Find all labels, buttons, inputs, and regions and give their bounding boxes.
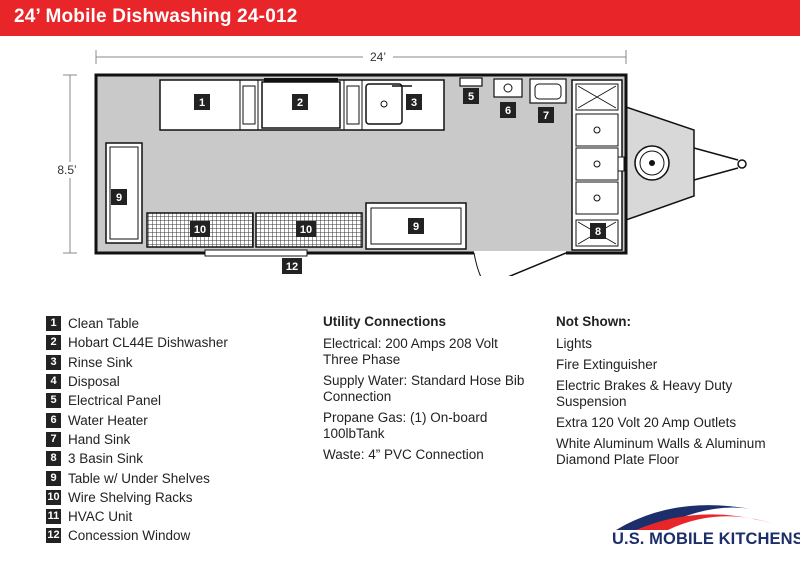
legend-number: 1 <box>46 316 61 332</box>
plan-marker-8: 8 <box>590 223 606 239</box>
plan-marker-12: 12 <box>282 258 302 274</box>
not-shown-list: Not Shown: Lights Fire Extinguisher Elec… <box>556 314 788 473</box>
not-shown-item: White Aluminum Walls & Aluminum Diamond … <box>556 436 766 467</box>
header-bar: 24’ Mobile Dishwashing 24-012 <box>0 0 800 36</box>
plan-marker-5: 5 <box>463 88 479 104</box>
svg-text:3: 3 <box>411 97 417 109</box>
svg-text:10: 10 <box>300 224 312 236</box>
not-shown-item: Fire Extinguisher <box>556 357 658 372</box>
legend-item: 5 Electrical Panel <box>46 391 228 410</box>
floor-plan: 24’ 8.5’ <box>52 50 747 276</box>
electrical-panel <box>459 77 483 87</box>
legend-number: 11 <box>46 509 61 525</box>
legend-label: Hobart CL44E Dishwasher <box>68 335 228 351</box>
legend-item: 9 Table w/ Under Shelves <box>46 468 228 487</box>
plan-marker-3: 3 <box>406 94 422 110</box>
legend-label: Table w/ Under Shelves <box>68 470 210 486</box>
plan-marker-10-left: 10 <box>190 221 210 237</box>
legend-label: 3 Basin Sink <box>68 451 144 467</box>
trailer-hitch <box>625 105 747 222</box>
legend-item: 10 Wire Shelving Racks <box>46 488 228 507</box>
logo-swoosh-icon <box>616 505 774 530</box>
plan-marker-7: 7 <box>538 107 554 123</box>
company-logo: U.S. MOBILE KITCHENS <box>606 496 800 556</box>
legend-label: Hand Sink <box>68 431 131 447</box>
legend-label: Water Heater <box>68 412 148 428</box>
width-dimension: 8.5’ <box>52 74 84 254</box>
legend-item: 1 Clean Table <box>46 314 228 333</box>
legend-number: 5 <box>46 393 61 409</box>
svg-text:9: 9 <box>413 221 419 233</box>
legend-number: 4 <box>46 374 61 390</box>
legend-label: Electrical Panel <box>68 393 162 409</box>
legend-label: HVAC Unit <box>68 509 133 525</box>
legend-label: Rinse Sink <box>68 354 133 370</box>
legend-item: 11 HVAC Unit <box>46 507 228 526</box>
legend-number: 8 <box>46 451 61 467</box>
legend-number: 7 <box>46 431 61 447</box>
svg-text:1: 1 <box>199 97 205 109</box>
legend-label: Wire Shelving Racks <box>68 489 193 505</box>
legend-item: 3 Rinse Sink <box>46 353 228 372</box>
plan-marker-2: 2 <box>292 94 308 110</box>
svg-text:7: 7 <box>543 110 549 122</box>
svg-text:6: 6 <box>505 105 511 117</box>
legend-label: Concession Window <box>68 528 191 544</box>
three-basin-sink <box>571 79 625 251</box>
plan-marker-10-right: 10 <box>296 221 316 237</box>
legend-label: Disposal <box>68 374 120 390</box>
legend-item: 8 3 Basin Sink <box>46 449 228 468</box>
concession-window <box>204 249 308 257</box>
legend-number: 10 <box>46 489 61 505</box>
legend-item: 2 Hobart CL44E Dishwasher <box>46 333 228 352</box>
plan-marker-1: 1 <box>194 94 210 110</box>
legend-label: Clean Table <box>68 316 140 332</box>
logo-text: U.S. MOBILE KITCHENS <box>612 530 800 548</box>
svg-text:12: 12 <box>286 261 298 273</box>
legend-number: 9 <box>46 470 61 486</box>
utility-title: Utility Connections <box>323 314 447 329</box>
length-label: 24’ <box>370 50 386 64</box>
legend-number: 6 <box>46 412 61 428</box>
utility-connections: Utility Connections Electrical: 200 Amps… <box>323 314 528 468</box>
not-shown-title: Not Shown: <box>556 314 631 329</box>
utility-item: Waste: 4” PVC Connection <box>323 447 484 462</box>
legend-number: 3 <box>46 354 61 370</box>
legend-number: 12 <box>46 528 61 544</box>
length-dimension: 24’ <box>95 50 627 64</box>
legend-item: 4 Disposal <box>46 372 228 391</box>
plan-marker-9-bottom: 9 <box>408 218 424 234</box>
legend-item: 12 Concession Window <box>46 526 228 545</box>
page-title: 24’ Mobile Dishwashing 24-012 <box>14 6 298 27</box>
legend-item: 7 Hand Sink <box>46 430 228 449</box>
utility-item: Supply Water: Standard Hose Bib Connecti… <box>323 373 525 404</box>
plan-marker-9-left: 9 <box>111 189 127 205</box>
legend-number: 2 <box>46 335 61 351</box>
door <box>473 251 567 276</box>
svg-text:9: 9 <box>116 192 122 204</box>
svg-text:5: 5 <box>468 91 474 103</box>
svg-text:10: 10 <box>194 224 206 236</box>
plan-marker-6: 6 <box>500 102 516 118</box>
not-shown-item: Electric Brakes & Heavy Duty Suspension <box>556 378 733 409</box>
utility-item: Electrical: 200 Amps 208 Volt Three Phas… <box>323 336 498 367</box>
svg-text:8: 8 <box>595 226 601 238</box>
not-shown-item: Extra 120 Volt 20 Amp Outlets <box>556 415 737 430</box>
width-label: 8.5’ <box>57 163 76 177</box>
not-shown-item: Lights <box>556 336 593 351</box>
utility-item: Propane Gas: (1) On-board 100lbTank <box>323 410 488 441</box>
legend-item: 6 Water Heater <box>46 410 228 429</box>
svg-text:2: 2 <box>297 97 303 109</box>
